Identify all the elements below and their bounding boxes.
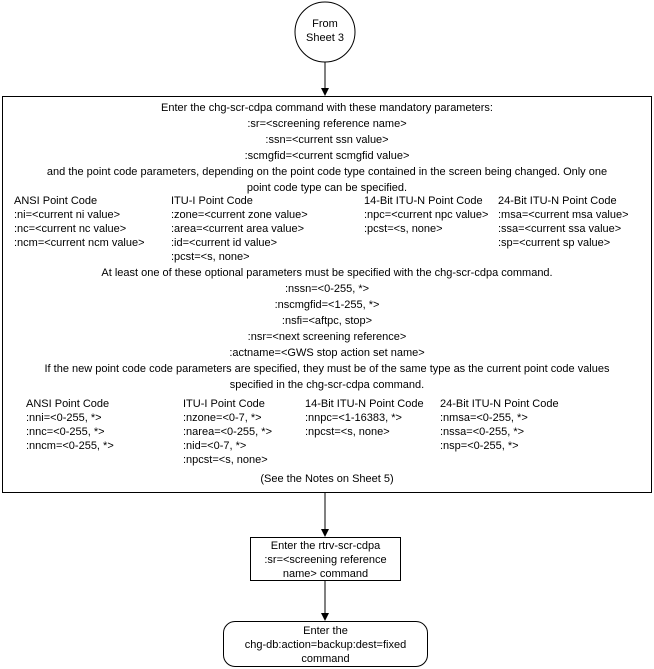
mandatory-param: :sr=<screening reference name> [247, 118, 407, 130]
box-text: command [301, 653, 350, 665]
column-title: ITU-I Point Code [171, 195, 253, 207]
intro-text: Enter the chg-scr-cdpa command with thes… [161, 102, 493, 114]
optional-param: :nsfi=<aftpc, stop> [281, 315, 373, 327]
mandatory-param: :ssn=<current ssn value> [265, 134, 389, 146]
param: :id=<current id value> [171, 237, 278, 249]
param: :nsp=<0-255, *> [440, 440, 519, 452]
optional-param: :nsr=<next screening reference> [247, 331, 407, 343]
new-14bit-column: 14-Bit ITU-N Point Code :nnpc=<1-16383, … [305, 397, 424, 439]
current-itui-column: ITU-I Point Code :zone=<current zone val… [171, 194, 308, 264]
param: :npcst=<s, none> [305, 426, 390, 438]
param: :nncm=<0-255, *> [26, 440, 114, 452]
param: :nmsa=<0-255, *> [440, 412, 528, 424]
column-title: 24-Bit ITU-N Point Code [498, 195, 617, 207]
connector-text: From [312, 18, 338, 30]
param: :nzone=<0-7, *> [183, 412, 262, 424]
box-text: chg-db:action=backup:dest=fixed [244, 639, 407, 651]
pc-note: point code type can be specified. [246, 182, 408, 194]
column-title: 14-Bit ITU-N Point Code [305, 398, 424, 410]
chg-scr-cdpa-box [2, 96, 652, 493]
column-title: ANSI Point Code [26, 398, 110, 410]
new-pc-note: If the new point code code parameters ar… [44, 363, 610, 375]
param: :nc=<current nc value> [14, 223, 127, 235]
optional-param: :nssn=<0-255, *> [284, 283, 370, 295]
column-title: ANSI Point Code [14, 195, 98, 207]
param: :zone=<current zone value> [171, 209, 308, 221]
param: :ncm=<current ncm value> [14, 237, 145, 249]
pc-note: and the point code parameters, depending… [46, 166, 608, 178]
connector-text: Sheet 3 [306, 32, 344, 44]
param: :pcst=<s, none> [364, 223, 443, 235]
optional-param: :nscmgfid=<1-255, *> [274, 299, 380, 311]
column-title: 14-Bit ITU-N Point Code [364, 195, 483, 207]
param: :pcst=<s, none> [171, 251, 250, 263]
param: :area=<current area value> [171, 223, 305, 235]
column-title: 24-Bit ITU-N Point Code [440, 398, 559, 410]
current-24bit-column: 24-Bit ITU-N Point Code :msa=<current ms… [498, 194, 629, 250]
param: :nnpc=<1-16383, *> [305, 412, 402, 424]
box-text: Enter the [303, 625, 348, 637]
current-14bit-column: 14-Bit ITU-N Point Code :npc=<current np… [364, 194, 488, 236]
param: :ni=<current ni value> [14, 209, 121, 221]
start-connector: From Sheet 3 [295, 17, 355, 45]
param: :npcst=<s, none> [183, 454, 268, 466]
param: :narea=<0-255, *> [183, 426, 272, 438]
param: :ssa=<current ssa value> [498, 223, 622, 235]
new-itui-column: ITU-I Point Code :nzone=<0-7, *> :narea=… [183, 397, 272, 467]
optional-intro: At least one of these optional parameter… [101, 267, 553, 279]
new-pc-note: specified in the chg-scr-cdpa command. [229, 379, 425, 391]
column-title: ITU-I Point Code [183, 398, 265, 410]
param: :nssa=<0-255, *> [440, 426, 525, 438]
current-ansi-column: ANSI Point Code :ni=<current ni value> :… [14, 194, 145, 250]
param: :nid=<0-7, *> [183, 440, 247, 452]
param: :nnc=<0-255, *> [26, 426, 105, 438]
optional-param: :actname=<GWS stop action set name> [229, 347, 425, 359]
param: :msa=<current msa value> [498, 209, 629, 221]
param: :sp=<current sp value> [498, 237, 611, 249]
box-text: name> command [282, 568, 369, 580]
rtrv-scr-cdpa-box: Enter the rtrv-scr-cdpa :sr=<screening r… [250, 537, 401, 581]
box-text: :sr=<screening reference [264, 554, 387, 566]
mandatory-param: :scmgfid=<current scmgfid value> [244, 150, 410, 162]
new-ansi-column: ANSI Point Code :nni=<0-255, *> :nnc=<0-… [26, 397, 114, 453]
box-text: Enter the rtrv-scr-cdpa [270, 540, 381, 552]
chg-db-backup-box: Enter the chg-db:action=backup:dest=fixe… [223, 621, 428, 667]
new-24bit-column: 24-Bit ITU-N Point Code :nmsa=<0-255, *>… [440, 397, 559, 453]
param: :nni=<0-255, *> [26, 412, 102, 424]
notes-reference: (See the Notes on Sheet 5) [260, 473, 394, 485]
param: :npc=<current npc value> [364, 209, 489, 221]
